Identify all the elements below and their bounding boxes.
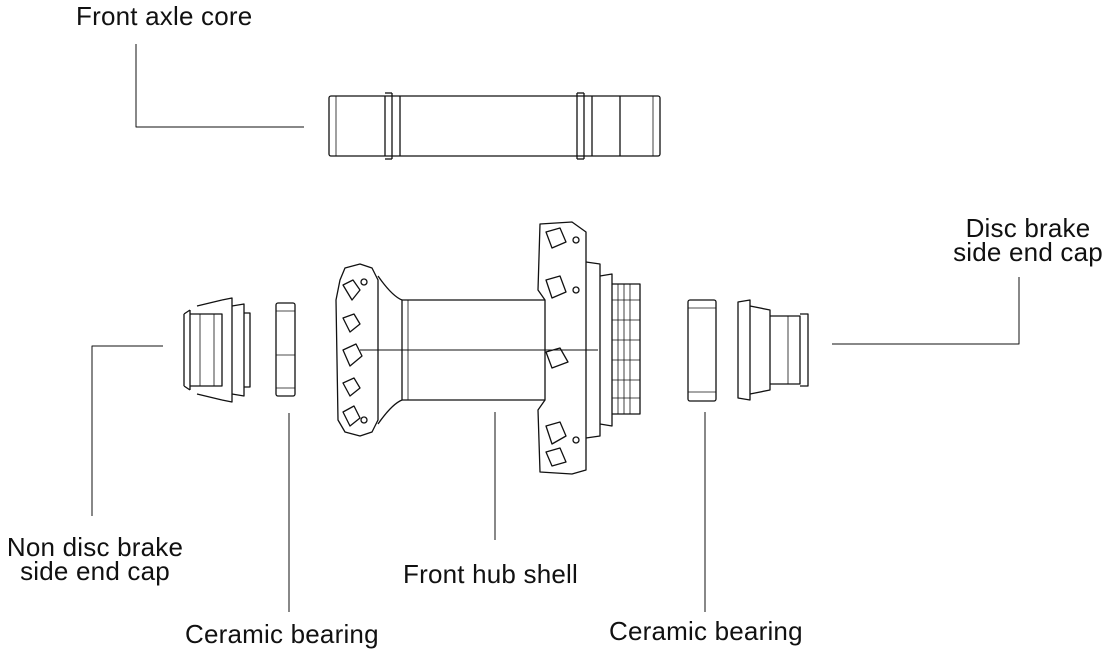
left-ceramic-bearing [275,302,296,397]
non-disc-end-cap [183,297,251,403]
right-ceramic-bearing [687,299,717,402]
label-disc-brake-end-cap: Disc brake side end cap [946,213,1110,267]
label-non-disc-cap-line1: Non disc brake [6,532,184,562]
label-disc-cap-line1: Disc brake [965,213,1091,243]
leader-lines [91,44,1020,612]
label-front-hub-shell: Front hub shell [403,559,578,589]
label-ceramic-bearing-left: Ceramic bearing [185,619,379,649]
label-front-axle-core: Front axle core [76,1,253,31]
leader-non-disc-cap [91,345,163,516]
label-ceramic-bearing-right: Ceramic bearing [609,616,803,646]
label-disc-cap-line2: side end cap [953,237,1103,267]
label-non-disc-brake-end-cap: Non disc brake side end cap [0,532,190,586]
front-axle-core [328,92,661,160]
front-hub-shell [335,221,641,475]
disc-end-cap [737,299,809,401]
leader-disc-cap [832,277,1020,345]
leader-axle-core [135,44,304,128]
label-non-disc-cap-line2: side end cap [20,556,170,586]
